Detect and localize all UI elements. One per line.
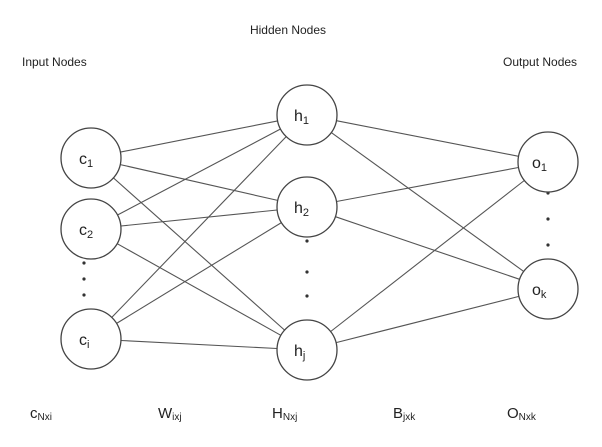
matrix-label-w-matrix: Wixj	[158, 405, 182, 423]
node-subscript: k	[541, 289, 547, 301]
node-label-hj: hj	[294, 343, 305, 362]
node-c1: c1	[60, 127, 122, 189]
node-symbol: o	[532, 155, 541, 172]
edge-h1-ok	[330, 132, 525, 272]
node-subscript: 2	[87, 229, 93, 241]
matrix-subscript: Nxj	[283, 412, 297, 423]
matrix-symbol: O	[507, 405, 519, 422]
node-ok: ok	[517, 258, 579, 320]
node-circle	[60, 198, 122, 260]
matrix-subscript: ixj	[172, 412, 181, 423]
hidden-nodes-header: Hidden Nodes	[250, 23, 326, 37]
node-subscript: 2	[303, 207, 309, 219]
output-nodes-header: Output Nodes	[503, 55, 577, 69]
node-label-c2: c2	[79, 222, 93, 241]
node-label-c1: c1	[79, 151, 93, 170]
node-circle	[276, 319, 338, 381]
node-subscript: 1	[87, 158, 93, 170]
ellipsis-dot	[305, 294, 309, 298]
node-hj: hj	[276, 319, 338, 381]
node-circle	[517, 131, 579, 193]
matrix-labels: cNxi Wixj HNxj Bjxk ONxk	[30, 405, 537, 423]
ellipsis-dot	[546, 217, 550, 221]
node-circle	[517, 258, 579, 320]
node-symbol: h	[294, 200, 303, 217]
node-symbol: c	[79, 151, 87, 168]
input-nodes-header: Input Nodes	[22, 55, 87, 69]
edge-h2-o1	[336, 166, 519, 203]
matrix-label-o-matrix: ONxk	[507, 405, 537, 423]
matrix-symbol: H	[272, 405, 283, 422]
node-symbol: c	[79, 332, 87, 349]
connection-edges	[111, 120, 525, 350]
matrix-subscript: Nxi	[38, 412, 52, 423]
edge-c1-h2	[120, 164, 278, 201]
ellipsis-dot	[82, 293, 86, 297]
edge-ci-hj	[120, 339, 278, 350]
ellipsis-dot	[305, 239, 309, 243]
node-label-o1: o1	[532, 155, 547, 174]
edge-hj-o1	[330, 180, 525, 332]
edge-c1-hj	[113, 177, 285, 331]
ellipsis-dot	[546, 243, 550, 247]
node-circle	[60, 127, 122, 189]
node-symbol: o	[532, 282, 541, 299]
node-symbol: c	[79, 222, 87, 239]
node-h1: h1	[276, 84, 338, 146]
matrix-subscript: Nxk	[519, 412, 537, 423]
edge-ci-h2	[116, 222, 282, 324]
node-c2: c2	[60, 198, 122, 260]
edge-c2-hj	[116, 243, 282, 336]
node-subscript: 1	[541, 162, 547, 174]
node-subscript: 1	[303, 115, 309, 127]
node-circle	[276, 176, 338, 238]
node-circle	[60, 308, 122, 370]
node-o1: o1	[517, 131, 579, 193]
edge-c1-h1	[120, 120, 278, 153]
edge-c2-h1	[117, 128, 281, 216]
matrix-subscript: jxk	[402, 412, 416, 423]
ellipsis-dot	[82, 261, 86, 265]
matrix-label-h-matrix: HNxj	[272, 405, 297, 423]
node-label-ok: ok	[532, 282, 547, 301]
matrix-symbol: c	[30, 405, 38, 422]
node-symbol: h	[294, 108, 303, 125]
edge-h1-o1	[336, 120, 519, 157]
node-subscript: j	[302, 350, 305, 362]
node-label-h2: h2	[294, 200, 309, 219]
edge-c2-h2	[120, 209, 278, 227]
ellipsis-dot	[82, 277, 86, 281]
node-label-ci: ci	[79, 332, 89, 351]
matrix-label-b-matrix: Bjxk	[393, 405, 416, 423]
node-circle	[276, 84, 338, 146]
node-label-h1: h1	[294, 108, 309, 127]
node-subscript: i	[87, 339, 89, 351]
edge-hj-ok	[335, 295, 520, 344]
ellipsis-dots	[82, 191, 550, 298]
node-ci: ci	[60, 308, 122, 370]
node-symbol: h	[294, 343, 303, 360]
matrix-symbol: B	[393, 405, 403, 422]
edge-ci-h1	[111, 136, 287, 318]
edge-h2-ok	[335, 216, 520, 280]
node-h2: h2	[276, 176, 338, 238]
ellipsis-dot	[305, 270, 309, 274]
matrix-symbol: W	[158, 405, 173, 422]
matrix-label-c-matrix: cNxi	[30, 405, 52, 423]
